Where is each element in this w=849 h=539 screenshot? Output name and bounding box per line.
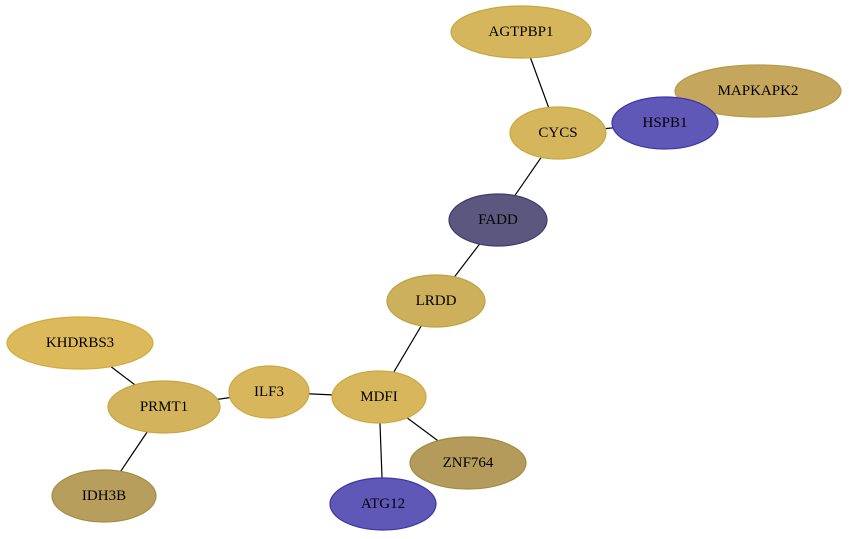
node-agtpbp1[interactable]: AGTPBP1 <box>450 5 592 59</box>
node-cycs[interactable]: CYCS <box>509 106 607 160</box>
node-shape-cycs <box>509 106 607 160</box>
node-shape-mapkapk2 <box>674 64 842 118</box>
node-fadd[interactable]: FADD <box>448 193 548 247</box>
node-lrdd[interactable]: LRDD <box>386 274 486 328</box>
node-label-znf764: ZNF764 <box>443 455 494 471</box>
node-shape-agtpbp1 <box>450 5 592 59</box>
node-mapkapk2[interactable]: MAPKAPK2 <box>674 64 842 118</box>
node-label-lrdd: LRDD <box>416 293 457 309</box>
node-label-hspb1: HSPB1 <box>642 115 687 131</box>
node-shape-fadd <box>448 193 548 247</box>
node-label-agtpbp1: AGTPBP1 <box>488 24 553 40</box>
node-ilf3[interactable]: ILF3 <box>228 365 310 419</box>
node-label-cycs: CYCS <box>538 125 577 141</box>
node-label-mdfi: MDFI <box>360 389 398 405</box>
node-label-khdrbs3: KHDRBS3 <box>46 335 114 351</box>
node-shape-mdfi <box>331 370 427 424</box>
node-label-idh3b: IDH3B <box>82 488 126 504</box>
node-label-fadd: FADD <box>478 212 518 228</box>
node-shape-atg12 <box>329 477 437 531</box>
node-idh3b[interactable]: IDH3B <box>51 469 157 523</box>
node-znf764[interactable]: ZNF764 <box>409 436 527 490</box>
node-shape-znf764 <box>409 436 527 490</box>
node-shape-khdrbs3 <box>6 316 154 370</box>
node-prmt1[interactable]: PRMT1 <box>107 380 221 434</box>
node-khdrbs3[interactable]: KHDRBS3 <box>6 316 154 370</box>
node-shape-hspb1 <box>611 96 719 150</box>
node-shape-lrdd <box>386 274 486 328</box>
node-shape-ilf3 <box>228 365 310 419</box>
node-mdfi[interactable]: MDFI <box>331 370 427 424</box>
node-shape-prmt1 <box>107 380 221 434</box>
node-label-prmt1: PRMT1 <box>140 399 188 415</box>
node-label-mapkapk2: MAPKAPK2 <box>718 83 799 99</box>
node-label-atg12: ATG12 <box>361 496 405 512</box>
node-shape-idh3b <box>51 469 157 523</box>
node-label-ilf3: ILF3 <box>254 384 284 400</box>
node-hspb1[interactable]: HSPB1 <box>611 96 719 150</box>
node-atg12[interactable]: ATG12 <box>329 477 437 531</box>
